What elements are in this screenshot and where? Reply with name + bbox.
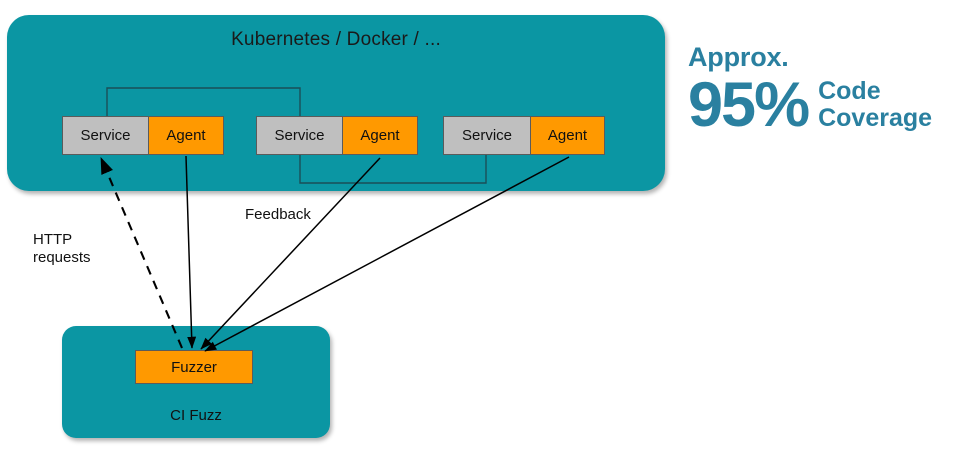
- service-agent-pair-2: Service Agent: [256, 116, 418, 155]
- coverage-stat-block: Approx. 95% Code Coverage: [688, 42, 933, 140]
- service-box-2[interactable]: Service: [256, 116, 343, 155]
- feedback-label: Feedback: [245, 206, 311, 223]
- agent-box-2[interactable]: Agent: [342, 116, 418, 155]
- fuzzer-box[interactable]: Fuzzer: [135, 350, 253, 384]
- agent-box-1[interactable]: Agent: [148, 116, 224, 155]
- ci-fuzz-label: CI Fuzz: [170, 407, 222, 424]
- service-box-1[interactable]: Service: [62, 116, 149, 155]
- http-requests-label: HTTP requests: [33, 231, 91, 266]
- orchestrator-container: Kubernetes / Docker / ...: [7, 15, 665, 191]
- service-box-3[interactable]: Service: [443, 116, 531, 155]
- coverage-value-row: 95% Code Coverage: [688, 70, 933, 140]
- service-agent-pair-3: Service Agent: [443, 116, 605, 155]
- coverage-approx-label: Approx.: [688, 42, 789, 72]
- coverage-caption: Code Coverage: [818, 77, 933, 132]
- service-agent-pair-1: Service Agent: [62, 116, 224, 155]
- agent-box-3[interactable]: Agent: [530, 116, 605, 155]
- orchestrator-title: Kubernetes / Docker / ...: [231, 29, 441, 50]
- coverage-percentage: 95%: [688, 70, 810, 140]
